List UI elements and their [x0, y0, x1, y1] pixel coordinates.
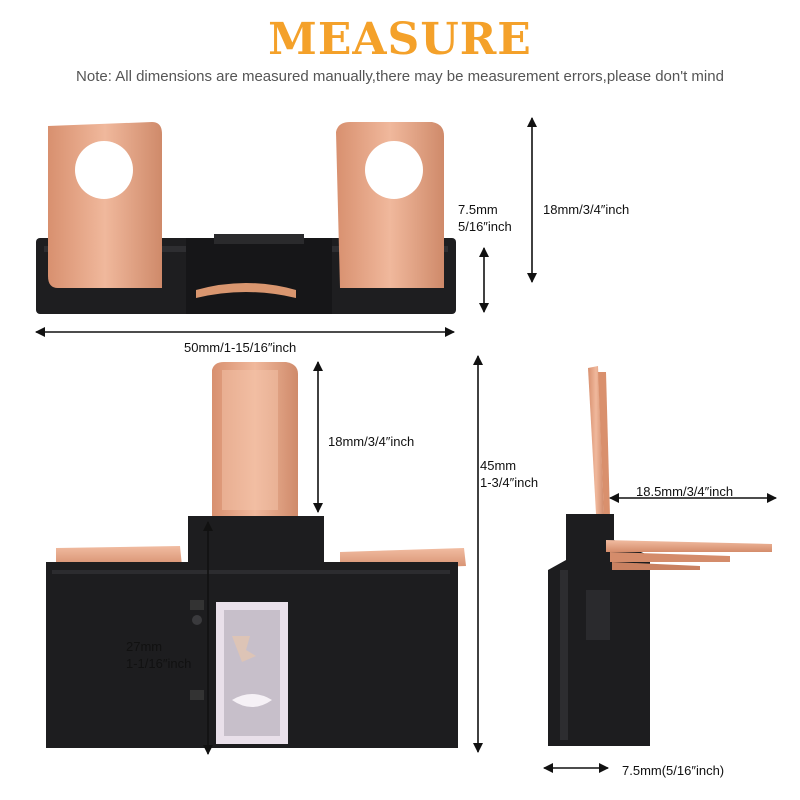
top-height-label: 7.5mm 5/16″inch — [458, 201, 512, 235]
body-height-label: 27mm 1-1/16″inch — [126, 638, 191, 672]
total-height-mm: 45mm — [480, 458, 517, 473]
top-height-mm: 7.5mm — [458, 202, 498, 217]
top-width-label: 50mm/1-15/16″inch — [184, 340, 297, 355]
body-height-mm: 27mm — [126, 639, 163, 654]
front-view-fuse — [46, 362, 466, 748]
blade-height-label: 18mm/3/4″inch — [328, 434, 415, 449]
total-height-inch: 1-3/4″inch — [480, 475, 539, 490]
disclaimer-note: Note: All dimensions are measured manual… — [76, 68, 724, 85]
top-total-height-label: 18mm/3/4″inch — [543, 202, 630, 217]
side-view-fuse — [548, 366, 772, 746]
total-height-label: 45mm 1-3/4″inch — [480, 457, 538, 491]
side-thickness-label: 7.5mm(5/16″inch) — [622, 763, 725, 778]
side-depth-label: 18.5mm/3/4″inch — [636, 484, 734, 499]
page-title: MEASURE — [268, 14, 532, 65]
dimension-arrows — [35, 117, 777, 773]
body-height-inch: 1-1/16″inch — [126, 656, 192, 671]
top-view-fuse — [36, 122, 456, 314]
top-height-inch: 5/16″inch — [458, 219, 512, 234]
